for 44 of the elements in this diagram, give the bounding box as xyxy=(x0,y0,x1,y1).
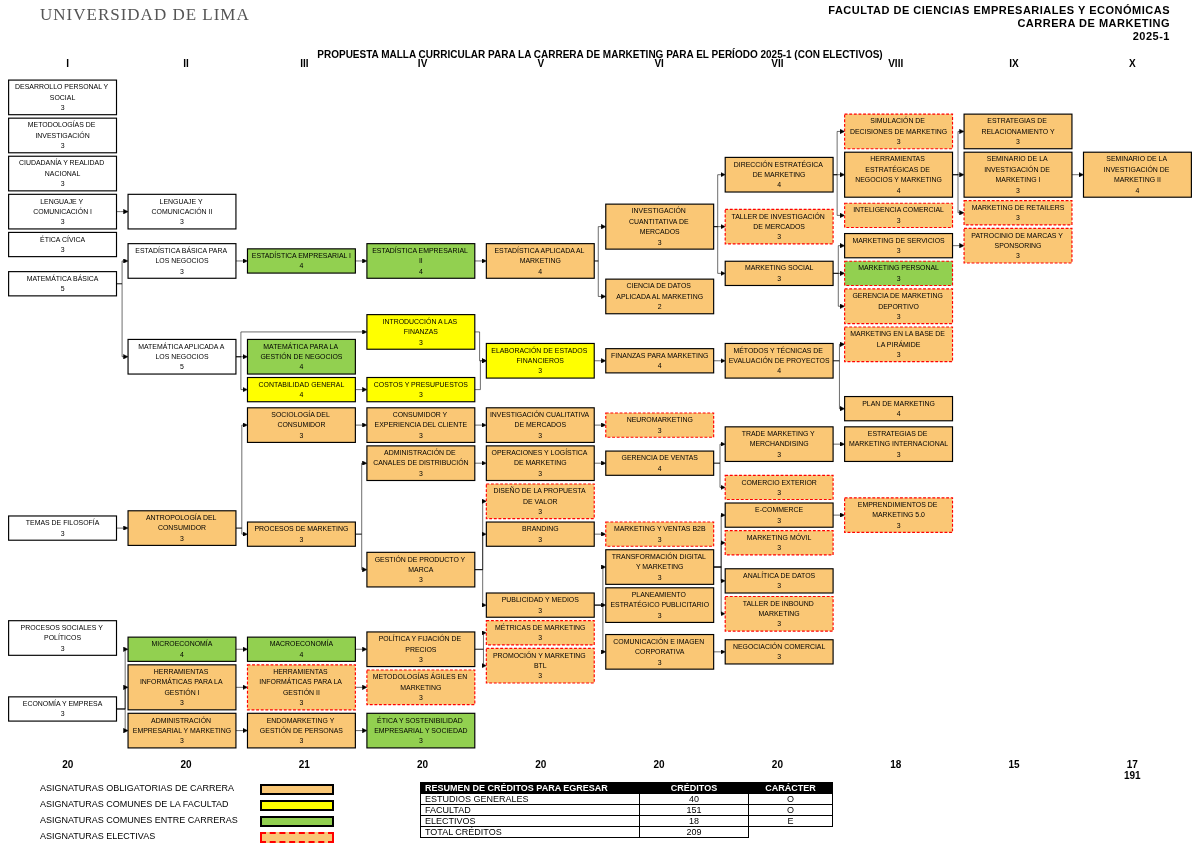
credit-total: 21 xyxy=(298,759,310,770)
heading-text: CARRERA DE MARKETING xyxy=(1017,17,1170,29)
credit-total: 20 xyxy=(180,759,192,770)
table-header-cell: CRÉDITOS xyxy=(639,782,749,794)
semester-numeral: VIII xyxy=(888,58,904,69)
diagram-title: PROPUESTA MALLA CURRICULAR PARA LA CARRERA DE MARKETING PARA EL PERÍODO 2025-1 (CON ELECTIVOS) xyxy=(317,49,883,60)
table-cell: ELECTIVOS xyxy=(420,815,640,827)
university-name: UNIVERSIDAD DE LIMA xyxy=(40,6,250,24)
heading-text: FACULTAD DE CIENCIAS EMPRESARIALES Y ECONÓMICAS xyxy=(828,4,1170,16)
semester-numeral: VII xyxy=(771,58,784,69)
credit-total: 15 xyxy=(1008,759,1020,770)
table-header-cell: RESUMEN DE CRÉDITOS PARA EGRESAR xyxy=(420,782,640,794)
credit-total: 20 xyxy=(653,759,665,770)
table-cell: 18 xyxy=(639,815,749,827)
legend-label: ASIGNATURAS COMUNES ENTRE CARRERAS xyxy=(40,815,238,825)
credit-total: 20 xyxy=(535,759,547,770)
semester-numeral: II xyxy=(183,58,189,69)
credit-total: 20 xyxy=(417,759,429,770)
credit-total: 17 xyxy=(1126,759,1138,770)
credit-total: 20 xyxy=(62,759,74,770)
credit-total: 18 xyxy=(890,759,902,770)
table-cell: 209 xyxy=(639,826,749,838)
semester-numeral: V xyxy=(537,58,545,69)
semester-numeral: VI xyxy=(654,58,664,69)
legend-label: ASIGNATURAS COMUNES DE LA FACULTAD xyxy=(40,799,229,809)
table-cell: TOTAL CRÉDITOS xyxy=(420,826,640,838)
table-header-cell: CARÁCTER xyxy=(748,782,833,794)
semester-numeral: IV xyxy=(417,58,428,69)
table-cell: ESTUDIOS GENERALES xyxy=(420,793,640,805)
legend-label: ASIGNATURAS ELECTIVAS xyxy=(40,831,156,841)
table-cell: E xyxy=(748,815,833,827)
table-cell: O xyxy=(748,804,833,816)
table-cell: FACULTAD xyxy=(420,804,640,816)
semester-numeral: X xyxy=(1128,58,1136,69)
table-cell: 40 xyxy=(639,793,749,805)
semester-numeral: III xyxy=(300,58,309,69)
heading-text: 2025-1 xyxy=(1132,30,1170,42)
semester-numeral: IX xyxy=(1009,58,1019,69)
table-cell: O xyxy=(748,793,833,805)
credit-total: 20 xyxy=(771,759,783,770)
table-cell: 151 xyxy=(639,804,749,816)
semester-numeral: I xyxy=(66,58,70,69)
credit-total: 191 xyxy=(1123,770,1141,781)
legend-label: ASIGNATURAS OBLIGATORIAS DE CARRERA xyxy=(40,783,235,793)
